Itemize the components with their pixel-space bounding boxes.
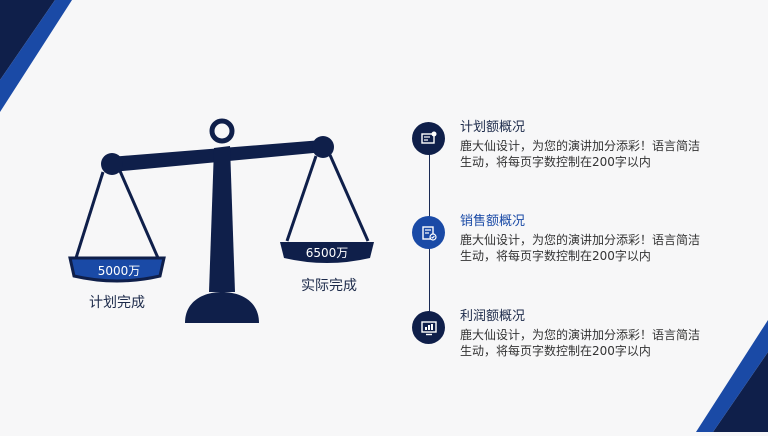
item-title: 销售额概况 — [460, 214, 526, 229]
top-left-corner-decoration — [0, 0, 72, 112]
left-scale-label: 计划完成 — [89, 295, 145, 311]
bottom-right-corner-decoration — [696, 320, 768, 432]
chart-monitor-icon — [420, 320, 437, 335]
item-description: 鹿大仙设计，为您的演讲加分添彩！语言简洁生动，将每页字数控制在200字以内 — [460, 328, 701, 358]
certificate-icon — [420, 131, 436, 144]
balance-scale: 5000万 6500万 计划完成 实际完成 — [68, 118, 374, 323]
item-description: 鹿大仙设计，为您的演讲加分添彩！语言简洁生动，将每页字数控制在200字以内 — [460, 139, 701, 169]
right-scale-label: 实际完成 — [301, 278, 357, 294]
item-icon-circle — [412, 216, 445, 249]
balance-scale-graphic — [68, 118, 374, 323]
item-icon-circle — [412, 122, 445, 155]
item-title: 利润额概况 — [460, 309, 526, 324]
item-description: 鹿大仙设计，为您的演讲加分添彩！语言简洁生动，将每页字数控制在200字以内 — [460, 233, 701, 263]
document-check-icon — [421, 225, 437, 241]
right-pan-value: 6500万 — [305, 246, 349, 260]
item-title: 计划额概况 — [460, 120, 526, 135]
left-pan-value: 5000万 — [97, 264, 141, 278]
item-icon-circle — [412, 311, 445, 344]
